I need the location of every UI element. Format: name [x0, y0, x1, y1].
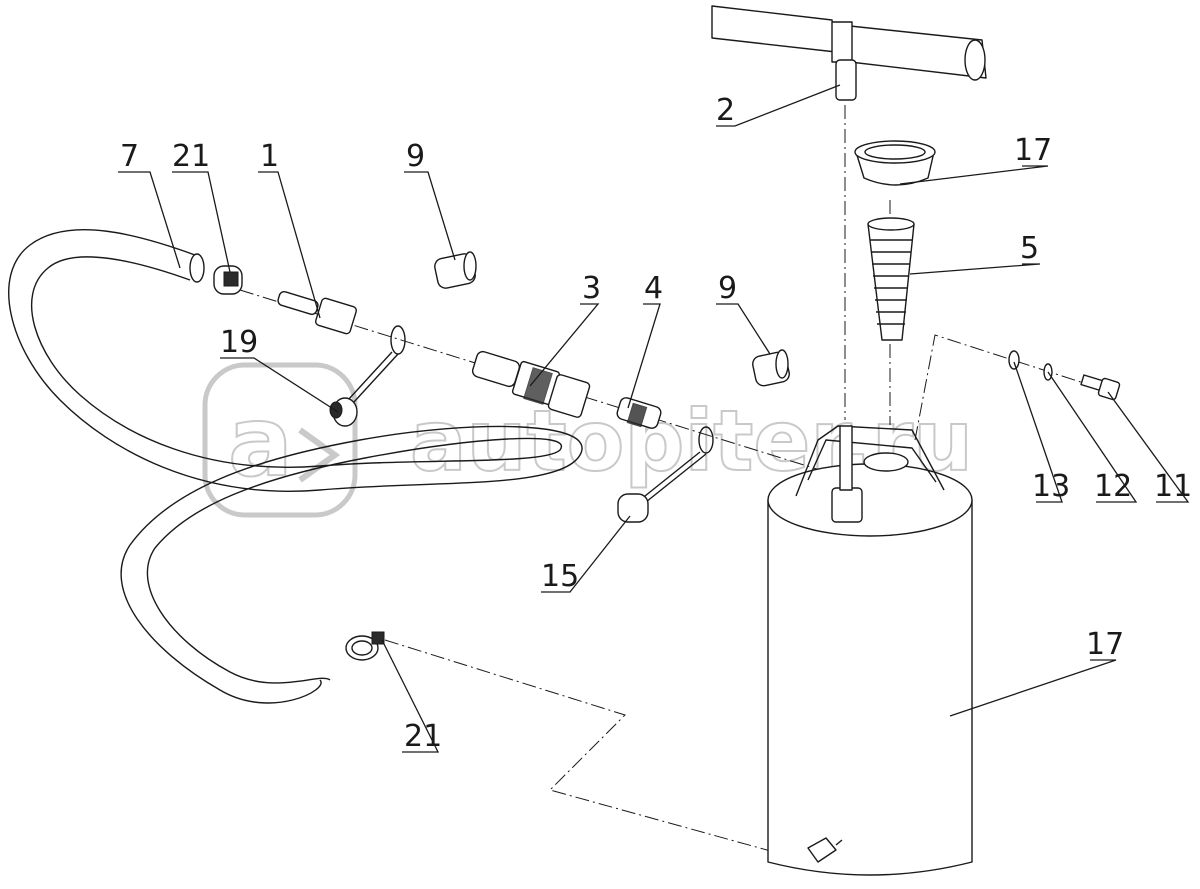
callout-12: 12 — [1094, 469, 1132, 504]
nipple — [616, 397, 662, 429]
callout-15: 15 — [541, 559, 579, 594]
washer-13 — [1008, 350, 1020, 370]
hose-clamp-top — [213, 265, 243, 295]
filter-screen — [867, 217, 915, 341]
seal-with-tether — [329, 325, 406, 427]
callout-9-left: 9 — [406, 139, 425, 174]
callout-5: 5 — [1020, 231, 1039, 266]
callout-17-top: 17 — [1014, 133, 1052, 168]
callout-1: 1 — [260, 139, 279, 174]
leader-lines — [118, 84, 1190, 753]
hose-clamp-bottom — [345, 631, 385, 661]
tank-body — [767, 425, 973, 876]
t-handle — [711, 5, 987, 101]
callout-11: 11 — [1154, 469, 1192, 504]
cap-with-tether — [617, 426, 714, 523]
callout-13: 13 — [1032, 469, 1070, 504]
callout-3: 3 — [582, 271, 601, 306]
bolt — [1080, 374, 1121, 401]
callout-2: 2 — [716, 93, 735, 128]
callout-21-top: 21 — [172, 139, 210, 174]
callout-7: 7 — [120, 139, 139, 174]
hose-fitting — [277, 291, 358, 335]
callout-21-bottom: 21 — [404, 719, 442, 754]
cup-seal — [854, 140, 936, 186]
callout-4: 4 — [644, 271, 663, 306]
svg-text:a: a — [228, 386, 293, 498]
callout-labels: 7 21 1 9 19 3 4 9 15 2 17 5 13 12 11 17 … — [120, 93, 1192, 754]
callout-19: 19 — [220, 325, 258, 360]
hose — [8, 229, 583, 704]
bushing-right — [752, 349, 790, 387]
callout-17-body: 17 — [1086, 627, 1124, 662]
bushing-left — [434, 251, 477, 289]
callout-9-right: 9 — [718, 271, 737, 306]
coupling — [471, 350, 591, 418]
